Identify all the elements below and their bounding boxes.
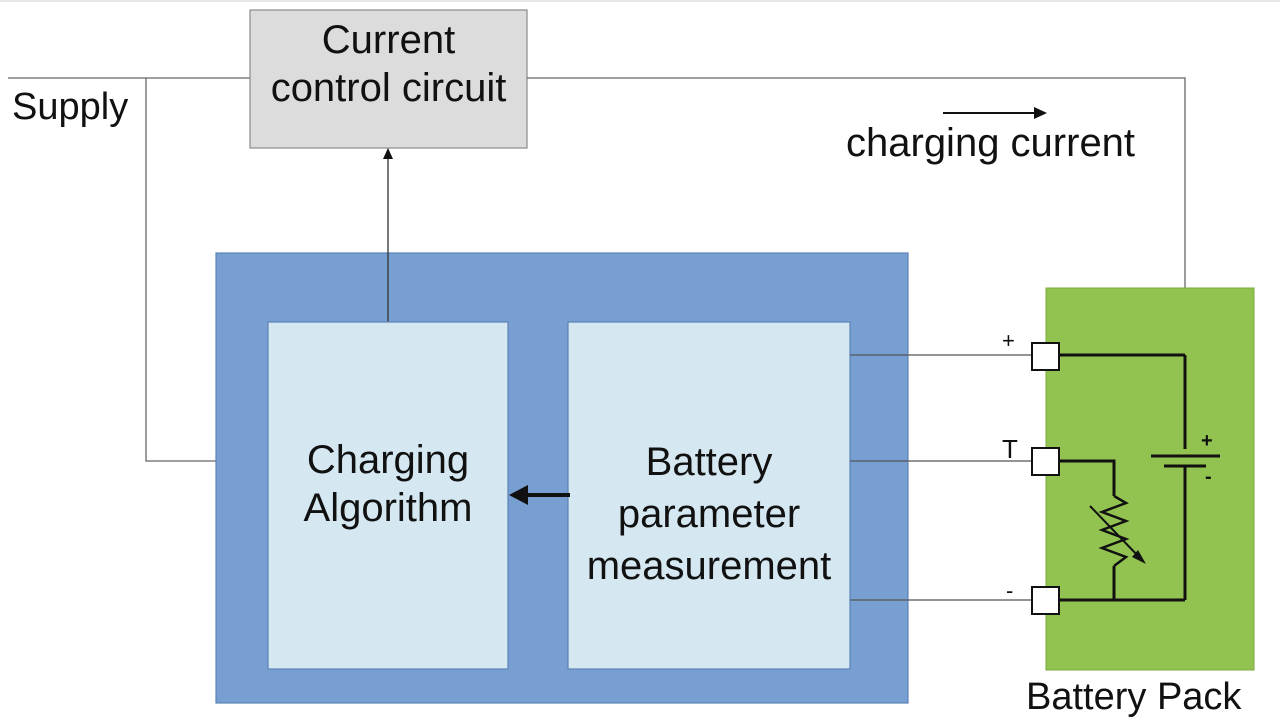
terminal-plus-label: + — [1002, 328, 1015, 353]
battery-measurement-box — [567, 321, 851, 670]
terminal-minus — [1031, 586, 1060, 615]
charging-current-label: charging current — [846, 121, 1136, 165]
charging-algorithm-line2: Algorithm — [303, 486, 473, 530]
battery-terminals — [1031, 342, 1060, 615]
current-control-label: Current control circuit — [250, 16, 527, 112]
terminal-temp — [1031, 447, 1060, 476]
control-signal-arrow — [383, 148, 393, 322]
battery-measurement-line3: measurement — [586, 544, 832, 588]
current-control-line2: control circuit — [270, 66, 507, 110]
battery-cell-symbol — [1151, 454, 1220, 468]
charging-algorithm-label: Charging Algorithm — [268, 436, 508, 532]
measurement-to-algorithm-arrow — [509, 485, 570, 505]
battery-measurement-line1: Battery — [645, 440, 773, 484]
charging-current-wire — [527, 77, 1186, 355]
battery-pack-circuit — [1060, 353, 1187, 602]
current-control-line1: Current — [321, 18, 456, 62]
battery-measurement-label: Battery parameter measurement — [560, 436, 858, 592]
battery-pack-box — [1045, 287, 1255, 671]
battery-measurement-line2: parameter — [617, 492, 801, 536]
terminal-minus-label: - — [1006, 578, 1014, 603]
charging-algorithm-line1: Charging — [306, 438, 470, 482]
supply-wire — [8, 77, 250, 462]
supply-label: Supply — [12, 86, 129, 128]
thermistor-symbol — [1089, 494, 1146, 567]
terminal-plus — [1031, 342, 1060, 371]
measurement-wires — [850, 354, 1032, 601]
battery-minus-sign: - — [1205, 466, 1212, 488]
charging-current-arrow — [943, 107, 1047, 119]
charging-algorithm-box — [267, 321, 509, 670]
terminal-temp-label: T — [1002, 434, 1018, 464]
current-control-box — [249, 9, 528, 149]
battery-plus-sign: + — [1201, 430, 1213, 452]
battery-pack-label: Battery Pack — [1026, 676, 1242, 718]
